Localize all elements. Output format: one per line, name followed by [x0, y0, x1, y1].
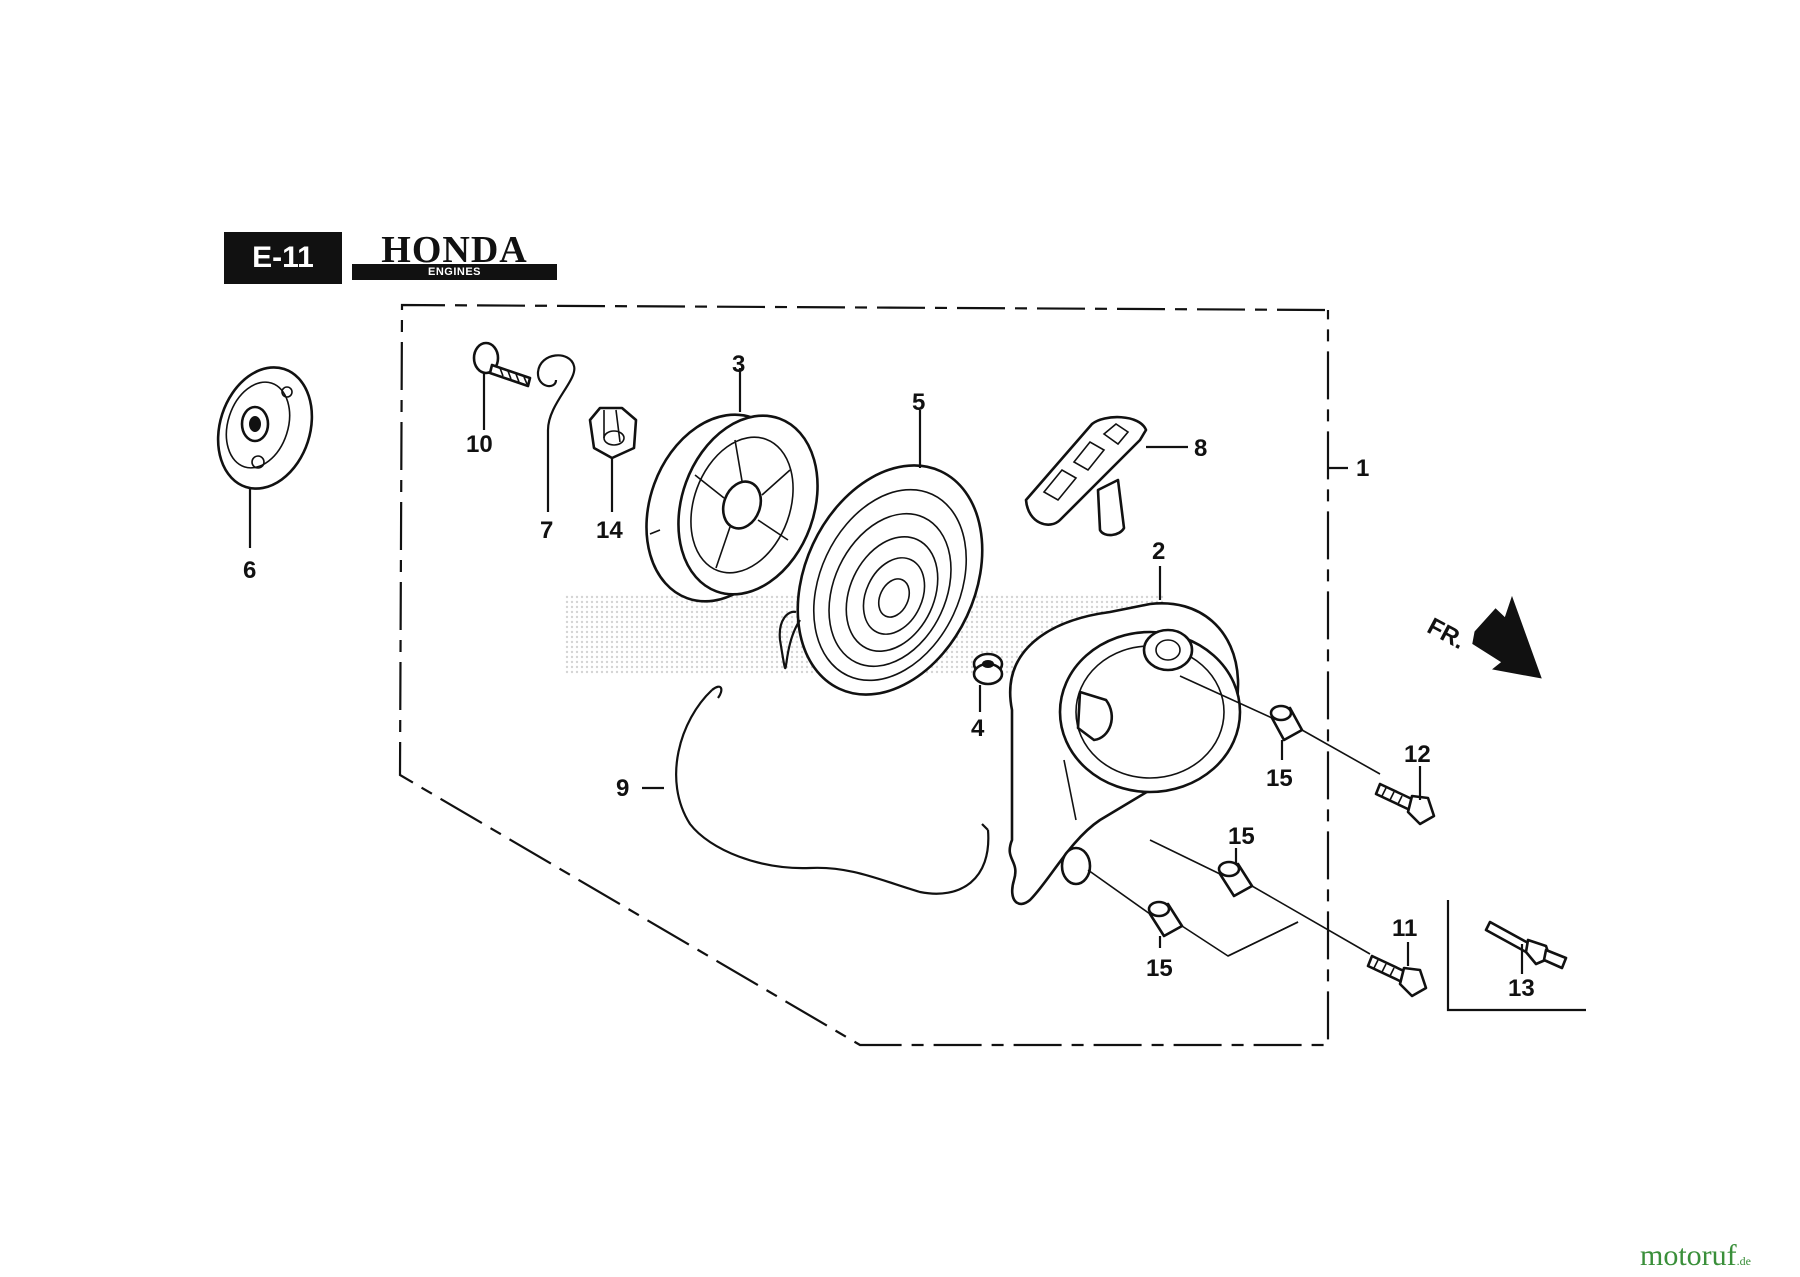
callout-10: 10	[466, 431, 493, 458]
part-9-starter-rope	[642, 685, 990, 895]
part-8-starter-grip	[1024, 415, 1188, 537]
callout-15a: 15	[1266, 765, 1293, 792]
front-label: FR.	[1423, 613, 1470, 655]
honda-engines-logo: HONDA ENGINES	[352, 230, 557, 280]
part-15-collar-a	[1179, 675, 1381, 775]
part-7-wire-hook	[536, 354, 576, 512]
callout-labels: 1 2 3 4 5 6 7 8 9 10 11 12 13 14 15 15 1…	[243, 351, 1535, 1002]
part-4-spring-washer	[972, 652, 1004, 712]
section-code-badge: E-11	[224, 232, 342, 284]
site-watermark: motoruf.de	[1640, 1240, 1751, 1277]
part-11-bolt	[1366, 942, 1428, 998]
front-direction-arrow: FR.	[1423, 595, 1542, 679]
part-12-bolt	[1374, 766, 1436, 826]
callout-15c: 15	[1146, 955, 1173, 982]
callout-2: 2	[1152, 538, 1165, 565]
callout-9: 9	[616, 775, 629, 802]
collar-c-leader	[1087, 869, 1151, 915]
callout-8: 8	[1194, 435, 1207, 462]
part-14-ratchet	[588, 406, 638, 512]
callout-3: 3	[732, 351, 745, 378]
part-13-stud-bolt	[1446, 900, 1586, 1012]
callout-12: 12	[1404, 741, 1431, 768]
callout-11: 11	[1392, 915, 1417, 942]
part-15-collar-c	[1147, 900, 1299, 957]
watermark-tld: .de	[1736, 1254, 1751, 1268]
part-6-flange-plate	[216, 366, 314, 548]
part-3-reel	[645, 368, 819, 603]
callout-14: 14	[596, 517, 623, 544]
callout-7: 7	[540, 517, 553, 544]
callout-6: 6	[243, 557, 256, 584]
callout-5: 5	[912, 389, 925, 416]
brand-wordmark: HONDA	[381, 229, 528, 271]
part-5-recoil-spring	[778, 410, 984, 696]
callout-4: 4	[971, 715, 985, 742]
callout-13: 13	[1508, 975, 1535, 1002]
watermark-main: motoruf	[1640, 1239, 1737, 1272]
assembly-boundary	[398, 303, 1330, 1047]
callout-1: 1	[1356, 455, 1369, 482]
brand-subtitle: ENGINES	[352, 264, 557, 280]
part-15-collar-b	[1149, 839, 1371, 955]
part-10-screw	[472, 341, 532, 430]
callout-15b: 15	[1228, 823, 1255, 850]
part-2-starter-case	[1008, 566, 1242, 906]
